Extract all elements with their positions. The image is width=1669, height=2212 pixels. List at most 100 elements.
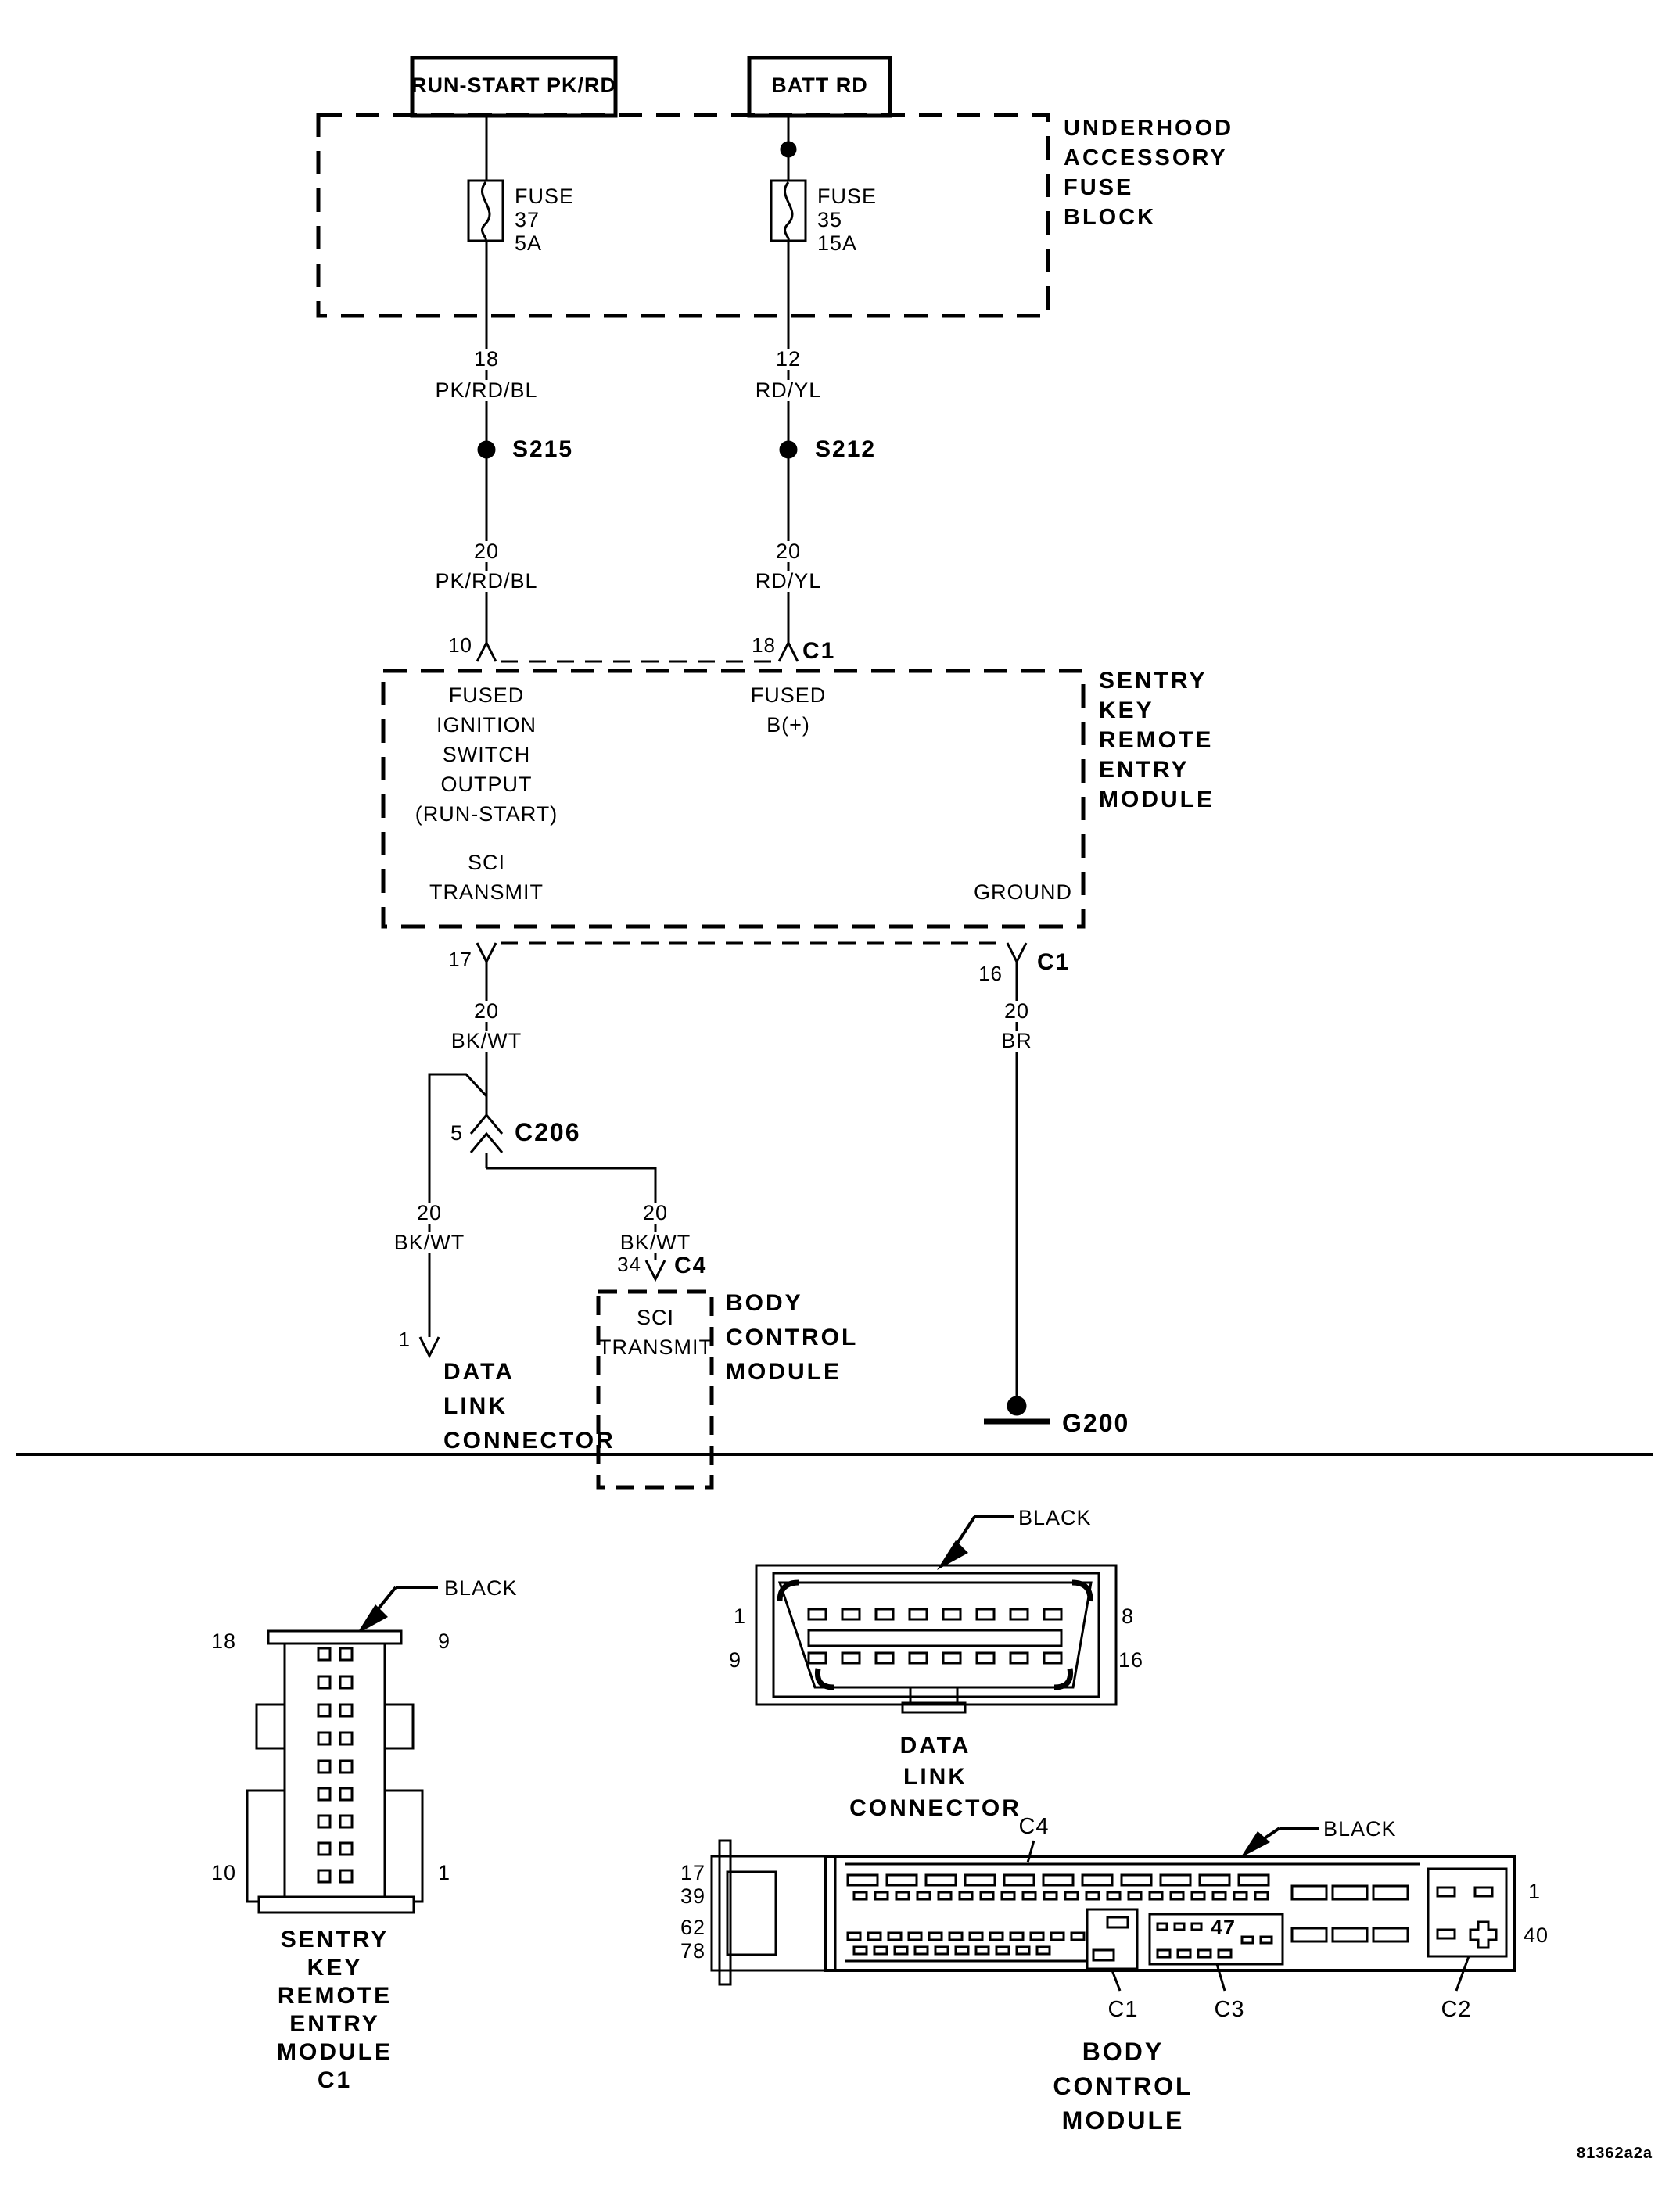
pin-16-label: 16: [978, 962, 1003, 985]
fn-batt-line: FUSED: [750, 683, 827, 707]
wire-color: RD/YL: [751, 380, 826, 401]
bcm-conn-c4-label: C4: [674, 1253, 708, 1278]
skrem-name-line: MODULE: [1099, 787, 1215, 812]
dlc-caption-line: CONNECTOR: [849, 1795, 1021, 1821]
fuse-37-name: FUSE: [515, 185, 575, 208]
wire-gauge: 20: [771, 541, 806, 562]
wire-gauge: 18: [469, 349, 504, 370]
bcm-conn-c1-caption: C1: [1107, 1997, 1139, 2022]
wire-color: RD/YL: [751, 571, 826, 592]
skrem-caption-line: REMOTE: [277, 1983, 393, 2009]
dlc-pin-9: 9: [728, 1648, 741, 1672]
dlc-pinout-shape: [755, 1515, 1118, 1714]
skrem-caption-line: C1: [317, 2067, 353, 2093]
bcm-caption-line: CONTROL: [1053, 2072, 1193, 2100]
wire-color: PK/RD/BL: [431, 571, 542, 592]
c206-label: C206: [515, 1118, 581, 1146]
dlc-caption-line: LINK: [903, 1764, 967, 1790]
skrem-pin-9: 9: [438, 1629, 451, 1653]
dlc-name-line: CONNECTOR: [443, 1428, 616, 1454]
wire-color: PK/RD/BL: [431, 380, 542, 401]
splice-s212-label: S212: [815, 436, 877, 462]
skrem-pinout-shape: [246, 1586, 438, 1914]
pin-10-label: 10: [448, 633, 472, 657]
dlc-pin-16: 16: [1118, 1648, 1144, 1672]
fuse-block-name-line: FUSE: [1064, 175, 1134, 200]
splice-s215-dot: [477, 440, 496, 459]
wire-color: BK/WT: [616, 1232, 695, 1253]
skrem-caption-line: KEY: [307, 1955, 363, 1981]
ground-dot: [1007, 1396, 1027, 1416]
dlc-pinout-pins: [807, 1608, 1063, 1665]
fn-ign-line: FUSED: [448, 683, 525, 707]
wire-gauge: 12: [771, 349, 806, 370]
fn-batt-line: B(+): [766, 713, 810, 737]
splice-s215-label: S215: [512, 436, 574, 462]
bcm-conn-c2-caption: C2: [1441, 1997, 1472, 2022]
dlc-caption-line: DATA: [899, 1733, 971, 1758]
fuse-block-name-line: BLOCK: [1064, 205, 1157, 230]
wire-gauge: 20: [469, 541, 504, 562]
fn-ign-line: SWITCH: [442, 743, 531, 766]
pin-18-symbol: [777, 640, 799, 662]
skrem-pin-10: 10: [210, 1861, 236, 1884]
pin-1-symbol: [418, 1336, 440, 1359]
batt-feed-label: BATT RD: [771, 73, 868, 97]
skrem-pin-1: 1: [438, 1861, 451, 1884]
bcm-pin-47-label: 47: [1211, 1916, 1236, 1939]
fn-ground-label: GROUND: [974, 880, 1072, 904]
bcm-fn-line: SCI: [636, 1306, 675, 1329]
c206-symbol-b: [469, 1131, 504, 1153]
wire-gauge: 20: [412, 1203, 447, 1224]
wire-gauge: 20: [1000, 1001, 1034, 1022]
skrem-name-line: ENTRY: [1099, 757, 1190, 783]
fn-sci-line: SCI: [467, 851, 506, 874]
bcm-right-pin-40: 40: [1524, 1923, 1549, 1947]
wire-color: BK/WT: [447, 1031, 526, 1052]
skrem-color-label: BLACK: [444, 1576, 518, 1600]
fuse-37-number: 37: [515, 208, 540, 231]
bcm-left-pin: 78: [680, 1939, 705, 1963]
fn-ign-line: (RUN-START): [415, 802, 558, 826]
dlc-color-label: BLACK: [1018, 1506, 1092, 1529]
skrem-caption-line: SENTRY: [280, 1927, 389, 1952]
dlc-pin-1: 1: [733, 1604, 746, 1628]
doc-id: 81362a2a: [1577, 2145, 1653, 2162]
skrem-caption-line: ENTRY: [289, 2011, 380, 2037]
bcm-caption-line: MODULE: [1061, 2106, 1185, 2135]
fuse-35-symbol: [770, 179, 807, 242]
skrem-name-line: KEY: [1099, 697, 1154, 723]
skrem-name-line: SENTRY: [1099, 668, 1208, 694]
fn-sci-line: TRANSMIT: [429, 880, 544, 904]
pin-10-symbol: [476, 640, 497, 662]
bcm-pinout-pins: [846, 1873, 1498, 1962]
pin-17-symbol: [476, 942, 497, 965]
dlc-pin-8: 8: [1122, 1604, 1135, 1628]
pin-17-label: 17: [448, 948, 472, 971]
dlc-name-line: LINK: [443, 1393, 508, 1419]
connector-c1-out-label: C1: [1037, 949, 1071, 975]
bcm-left-pin: 62: [680, 1916, 705, 1939]
wire-gauge: 20: [638, 1203, 673, 1224]
bcm-name-line: MODULE: [726, 1359, 842, 1385]
pin-18-label: 18: [752, 633, 776, 657]
bcm-caption-line: BODY: [1082, 2038, 1165, 2066]
fuse-35-rating: 15A: [817, 231, 858, 255]
c206-pin-label: 5: [450, 1121, 463, 1145]
bcm-module-box: [596, 1289, 714, 1490]
skrem-pinout-pins: [317, 1647, 354, 1884]
bcm-conn-top-label: C4: [1018, 1814, 1050, 1839]
skrem-name-line: REMOTE: [1099, 727, 1214, 753]
run-start-feed-label: RUN-START PK/RD: [411, 73, 616, 97]
skrem-pin-18: 18: [210, 1629, 236, 1653]
fuse-block-box: [316, 113, 1050, 318]
c206-symbol-a: [469, 1113, 504, 1135]
branch-to-bcm: [486, 1167, 657, 1260]
wire-color: BR: [997, 1031, 1036, 1052]
bcm-color-label: BLACK: [1323, 1817, 1397, 1841]
ground-g200-label: G200: [1062, 1409, 1130, 1437]
bcm-name-line: BODY: [726, 1290, 803, 1316]
dlc-pin-1-label: 1: [398, 1328, 411, 1351]
